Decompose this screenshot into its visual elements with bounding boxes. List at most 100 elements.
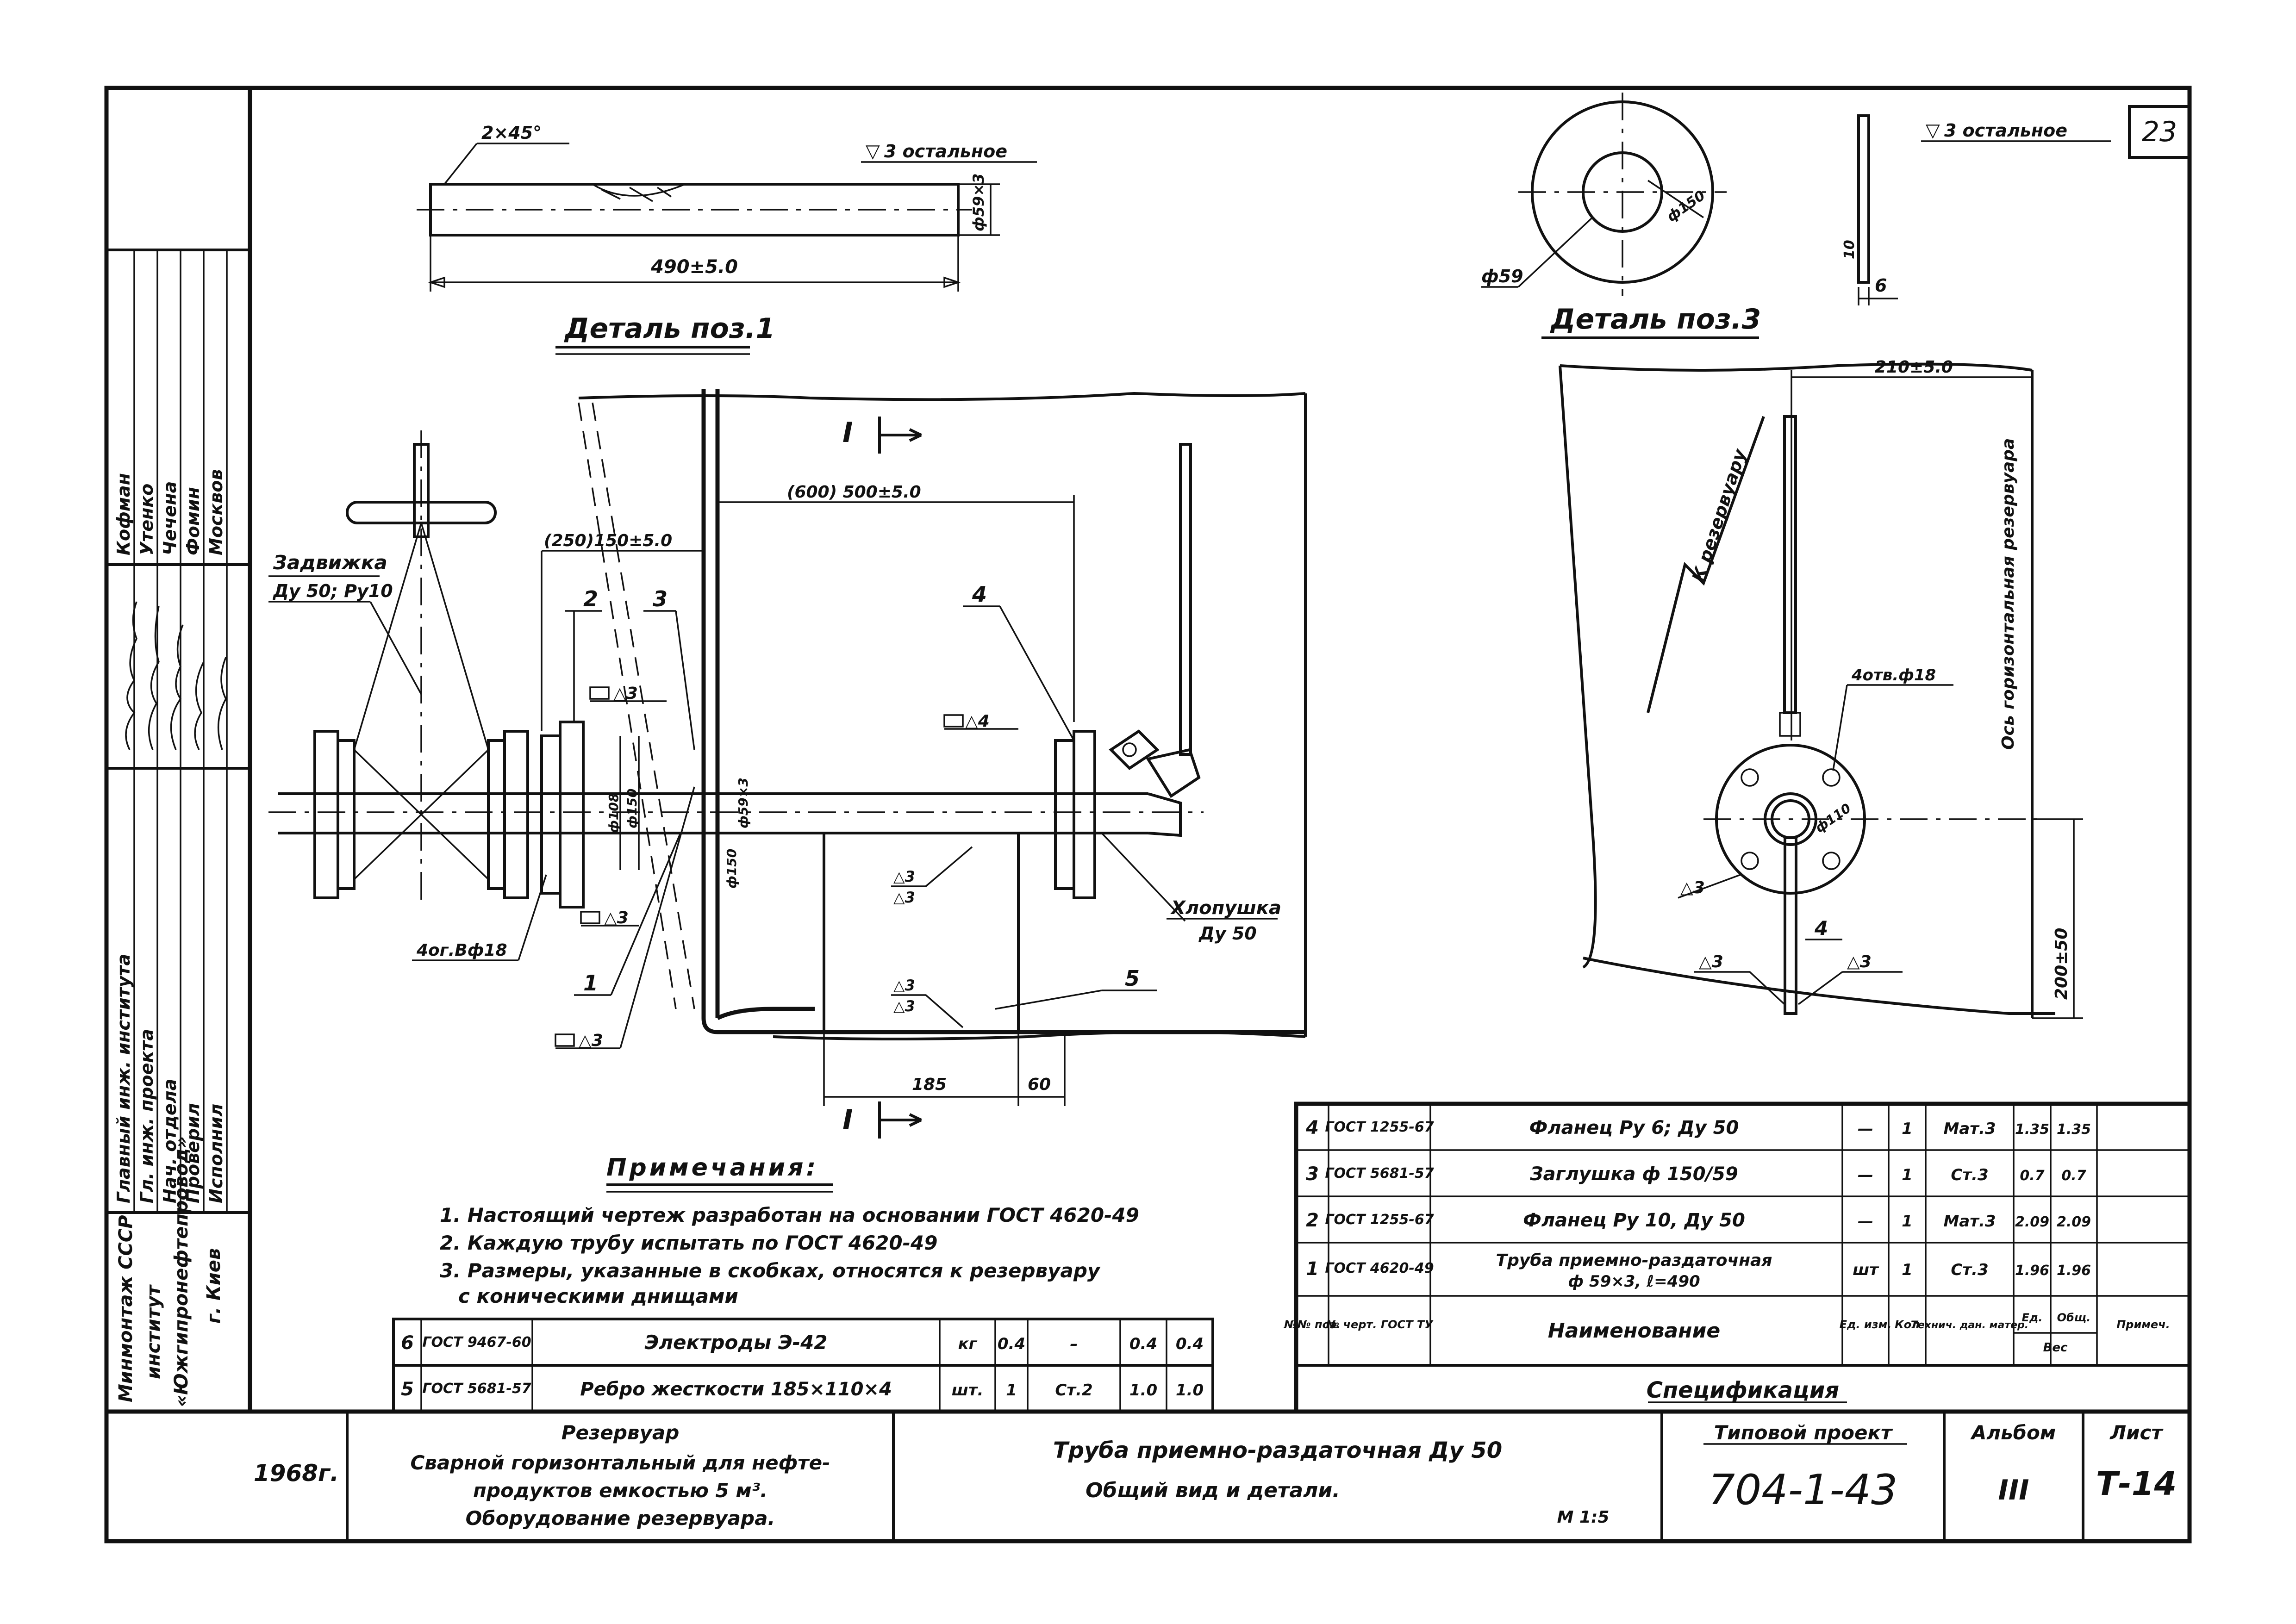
signature-3	[170, 624, 184, 750]
pos-2: 2	[583, 586, 598, 611]
dia-59: ф59×3	[736, 778, 751, 828]
hole-circle-dia: ф110	[1812, 800, 1854, 835]
weld-3b: △3	[604, 908, 629, 927]
mt-row1-w1: 0.4	[1129, 1335, 1157, 1353]
detail-pos1: 490±5.0 2×45° ▽ 3 остальное ф59×3 Деталь…	[417, 123, 1037, 355]
spec-row4-w2: 1.35	[2057, 1121, 2091, 1138]
org-institute-word: институт	[143, 1284, 164, 1379]
role-checked: Проверил	[183, 1103, 203, 1203]
signature-5	[217, 657, 227, 750]
detail1-roughness: 3 остальное	[884, 141, 1007, 162]
spec-row3-qty: 1	[1902, 1166, 1913, 1184]
right-section: 210±5.0 К резервуару Ось горизонтальная …	[1559, 358, 2083, 1019]
drawing-subtitle: Общий вид и детали.	[1086, 1479, 1340, 1502]
bolts-label: 4ог.Вф18	[416, 941, 507, 960]
mt-row1-mat: –	[1070, 1335, 1078, 1353]
dia-150-b: ф150	[724, 849, 739, 889]
title-block: 1968г. Резервуар Сварной горизонтальный …	[106, 1409, 2190, 1541]
dim-200: 200±50	[2052, 928, 2071, 1000]
dim-210: 210±5.0	[1875, 358, 1953, 377]
sheet-number: Т-14	[2096, 1465, 2177, 1503]
notes-heading: Примечания:	[606, 1154, 818, 1182]
section-mark-top: I	[842, 417, 853, 449]
spec-h-w2: Общ.	[2057, 1311, 2091, 1324]
pos-5: 5	[1125, 966, 1140, 991]
corner-sheet-number: 23	[2142, 116, 2177, 148]
spec-row3-w2: 0.7	[2061, 1168, 2086, 1184]
spec-row4-w1: 1.35	[2015, 1121, 2049, 1138]
mt-row2-doc: ГОСТ 5681-57	[422, 1381, 531, 1397]
spec-row3-pos: 3	[1306, 1164, 1319, 1185]
scale: М 1:5	[1557, 1508, 1610, 1527]
title-line4: Оборудование резервуара.	[466, 1507, 775, 1530]
spec-h-qty: Кол	[1895, 1318, 1920, 1331]
weld-frac2-bot: △3	[893, 997, 915, 1015]
detail3-outer-dia: ф59	[1481, 266, 1523, 286]
notes: Примечания: 1. Настоящий чертеж разработ…	[440, 1154, 1139, 1307]
valve-label: Задвижка	[273, 551, 387, 574]
mt-row2-w2: 1.0	[1176, 1381, 1204, 1400]
spec-table: 4 ГОСТ 1255-67 Фланец Ру 6; Ду 50 — 1 Ма…	[1284, 1101, 2192, 1414]
valve-flange-left	[313, 730, 339, 899]
spec-h-mat: Технич. дан. матер.	[1911, 1319, 2028, 1331]
detail1-length: 490±5.0	[650, 256, 738, 278]
project-number: 704-1-43	[1709, 1466, 1898, 1514]
side-stamp: Главный инж. института Гл. инж. проекта …	[106, 249, 250, 1407]
corner-number-box	[2128, 105, 2191, 159]
outer-frame	[104, 86, 2192, 1543]
valve-flange-right	[503, 730, 529, 899]
spec-row4-pos: 4	[1305, 1117, 1319, 1139]
mt-row1-unit: кг	[958, 1335, 978, 1353]
title-top: Резервуар	[562, 1421, 680, 1444]
weld-right: △3	[1847, 952, 1872, 971]
role-project-engineer: Гл. инж. проекта	[137, 1029, 157, 1203]
detail3-thickness-label: 10	[1841, 240, 1858, 259]
mt-row2-name: Ребро жесткости 185×110×4	[580, 1379, 892, 1400]
weld-left: △3	[1699, 952, 1723, 971]
spec-row2-doc: ГОСТ 1255-67	[1325, 1212, 1434, 1228]
weld-bottom: △3	[579, 1031, 603, 1050]
spec-h-note: Примеч.	[2116, 1318, 2170, 1331]
materials-table: 6 ГОСТ 9467-60 Электроды Э-42 кг 0.4 – 0…	[392, 1318, 1214, 1413]
sheet-label: Лист	[2109, 1421, 2164, 1444]
spec-h-name: Наименование	[1548, 1319, 1720, 1343]
org-city: г. Киев	[203, 1248, 225, 1324]
detail3-roughness: 3 остальное	[1944, 120, 2067, 141]
spec-row4-unit: —	[1858, 1120, 1873, 1138]
spec-row3-unit: —	[1858, 1166, 1873, 1184]
mt-row2-w1: 1.0	[1129, 1381, 1157, 1400]
detail1-title: Деталь поз.1	[564, 312, 775, 345]
spec-row4-doc: ГОСТ 1255-67	[1325, 1119, 1434, 1135]
note-3: 3. Размеры, указанные в скобках, относят…	[440, 1259, 1101, 1282]
name-kofman: Кофман	[113, 473, 134, 555]
weld-3a: △3	[613, 684, 638, 703]
spec-row3-doc: ГОСТ 5681-57	[1325, 1165, 1434, 1182]
drawing-title: Труба приемно-раздаточная Ду 50	[1053, 1437, 1502, 1463]
name-moskvov: Москвов	[206, 469, 226, 555]
signature-1	[125, 601, 137, 750]
spec-h-w1: Ед.	[2022, 1311, 2043, 1324]
section-mark-bottom: I	[842, 1104, 853, 1136]
weld-4: △4	[965, 712, 990, 731]
hatch-label: Хлопушка	[1170, 897, 1281, 919]
spec-row1-name: Труба приемно-раздаточная	[1496, 1251, 1772, 1270]
title-line3: продуктов емкостью 5 м³.	[473, 1479, 767, 1502]
detail3-roughness-mark: ▽	[1926, 120, 1940, 141]
detail1-dia: ф59×3	[970, 174, 987, 231]
pos-4: 4	[972, 582, 987, 607]
mt-row2-pos: 5	[401, 1379, 414, 1400]
spec-row2-mat: Мат.3	[1943, 1212, 1996, 1231]
mt-row2-mat: Ст.2	[1055, 1381, 1092, 1400]
mt-row2-qty: 1	[1006, 1381, 1017, 1400]
detail-pos3: ф59 ф150 6 10 ▽ 3 остальное Деталь поз.3	[1481, 93, 2111, 339]
detail3-title: Деталь поз.3	[1550, 303, 1761, 336]
note-2: 2. Каждую трубу испытать по ГОСТ 4620-49	[440, 1232, 938, 1254]
spec-row1-doc: ГОСТ 4620-49	[1325, 1260, 1434, 1276]
mt-row1-pos: 6	[401, 1332, 414, 1354]
spec-row2-name: Фланец Ру 10, Ду 50	[1523, 1210, 1745, 1231]
spec-row1-w2: 1.96	[2057, 1263, 2091, 1279]
detail1-chamfer: 2×45°	[481, 123, 542, 143]
mt-row2-unit: шт.	[952, 1381, 984, 1400]
role-chief-engineer: Главный инж. института	[113, 954, 134, 1203]
